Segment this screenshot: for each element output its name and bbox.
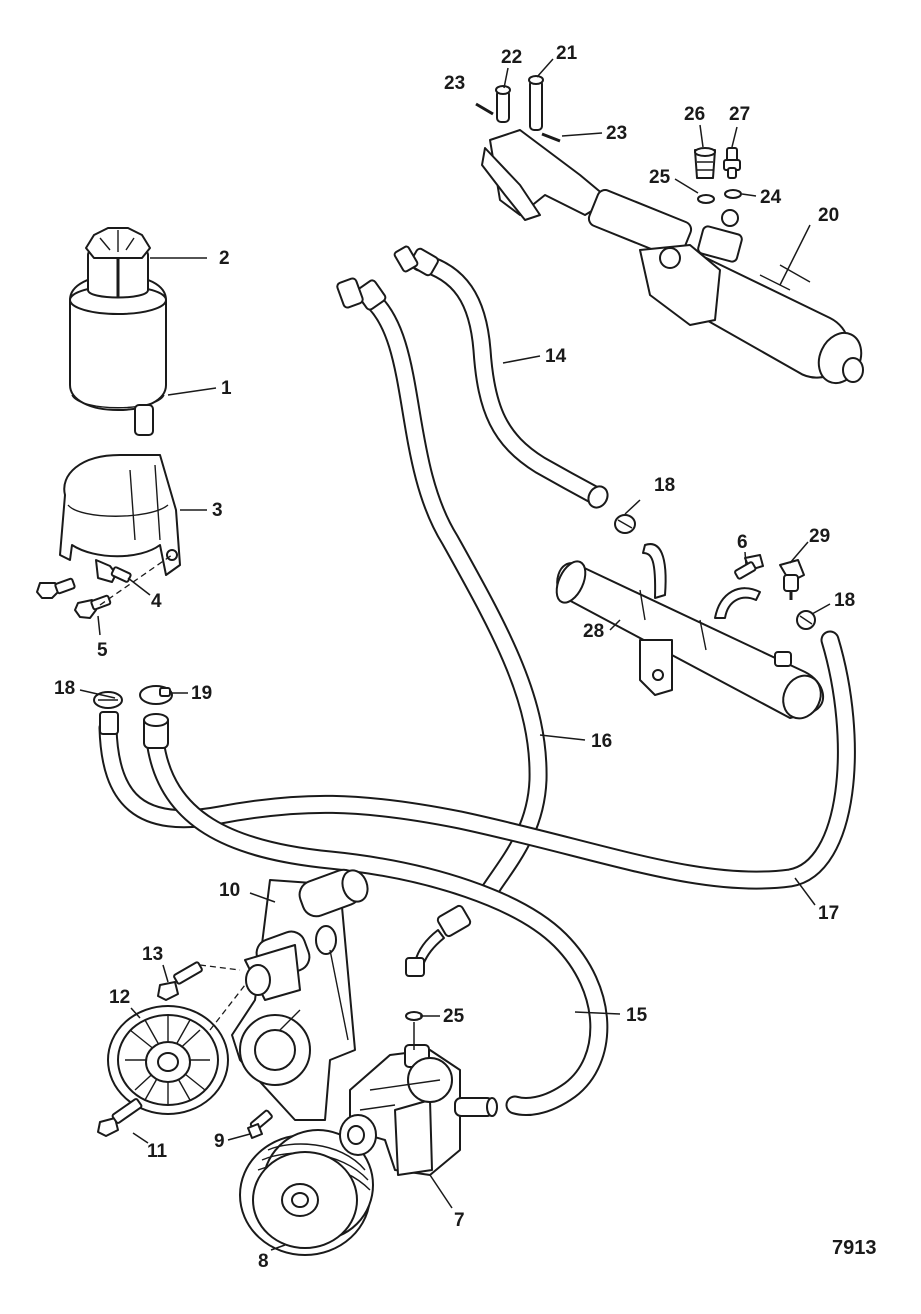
callout-12: 12 xyxy=(109,987,130,1008)
callout-9: 9 xyxy=(214,1131,225,1152)
pump-bracket xyxy=(231,868,369,1121)
callout-18-left: 18 xyxy=(54,678,75,699)
leader-lines xyxy=(79,58,831,1251)
callout-10: 10 xyxy=(219,880,240,901)
power-steering-pump-7 xyxy=(339,1044,498,1176)
callout-2: 2 xyxy=(219,248,230,269)
callout-29: 29 xyxy=(809,526,830,547)
callout-7: 7 xyxy=(454,1210,465,1231)
clamp-18-left xyxy=(93,691,123,709)
screw-6 xyxy=(734,554,764,580)
callout-23-left: 23 xyxy=(444,73,465,94)
callout-24: 24 xyxy=(760,187,782,208)
callout-14: 14 xyxy=(545,346,567,367)
callout-4: 4 xyxy=(151,591,162,612)
clamp-19 xyxy=(139,685,173,705)
callout-16: 16 xyxy=(591,731,612,752)
steering-actuator-cylinder xyxy=(481,129,864,385)
o-ring-24 xyxy=(724,189,742,199)
idler-pulley-12 xyxy=(107,984,246,1115)
fluid-reservoir xyxy=(69,242,167,436)
callout-18-upper: 18 xyxy=(654,475,675,496)
hose-fittings xyxy=(99,245,609,977)
callout-27: 27 xyxy=(729,104,750,125)
bolt-13 xyxy=(157,961,241,1001)
drive-pulley-8 xyxy=(239,1129,374,1256)
callout-22: 22 xyxy=(501,47,522,68)
hose-15 xyxy=(145,730,609,1116)
pin-21 xyxy=(528,75,544,131)
callout-21: 21 xyxy=(556,43,578,64)
fitting-27 xyxy=(723,147,741,179)
bolt-11 xyxy=(97,1098,143,1137)
o-ring-25-lower xyxy=(405,1011,423,1021)
reservoir-bracket xyxy=(59,454,181,576)
callout-1: 1 xyxy=(221,378,232,399)
callout-25-lower: 25 xyxy=(443,1006,465,1027)
figure-number: 7913 xyxy=(832,1237,877,1259)
hose-17 xyxy=(98,630,856,890)
callout-28: 28 xyxy=(583,621,604,642)
o-ring-25-upper xyxy=(697,194,715,204)
callout-18-right: 18 xyxy=(834,590,855,611)
callout-5: 5 xyxy=(97,640,108,661)
callout-25-upper: 25 xyxy=(649,167,671,188)
callout-8: 8 xyxy=(258,1251,269,1272)
cotter-pins-23 xyxy=(475,102,561,143)
callout-13: 13 xyxy=(142,944,163,965)
callout-20: 20 xyxy=(818,205,839,226)
callout-17: 17 xyxy=(818,903,839,924)
clamp-18-upper xyxy=(614,514,636,534)
bolt-9 xyxy=(247,1109,273,1139)
reservoir-cap xyxy=(85,227,151,298)
hose-14 xyxy=(410,252,608,507)
pin-22 xyxy=(495,85,511,123)
clamp-18-right xyxy=(796,610,816,630)
callout-19: 19 xyxy=(191,683,212,704)
fluid-cooler xyxy=(555,543,825,720)
callout-23-right: 23 xyxy=(606,123,627,144)
pressure-sensor-29 xyxy=(779,559,805,600)
callout-labels: 1 2 3 4 5 6 7 8 9 10 11 12 13 14 15 16 1… xyxy=(54,43,855,1272)
callout-15: 15 xyxy=(626,1005,648,1026)
callout-3: 3 xyxy=(212,500,223,521)
callout-26: 26 xyxy=(684,104,705,125)
callout-6: 6 xyxy=(737,532,748,553)
fitting-26 xyxy=(694,147,716,179)
callout-11: 11 xyxy=(147,1141,168,1162)
